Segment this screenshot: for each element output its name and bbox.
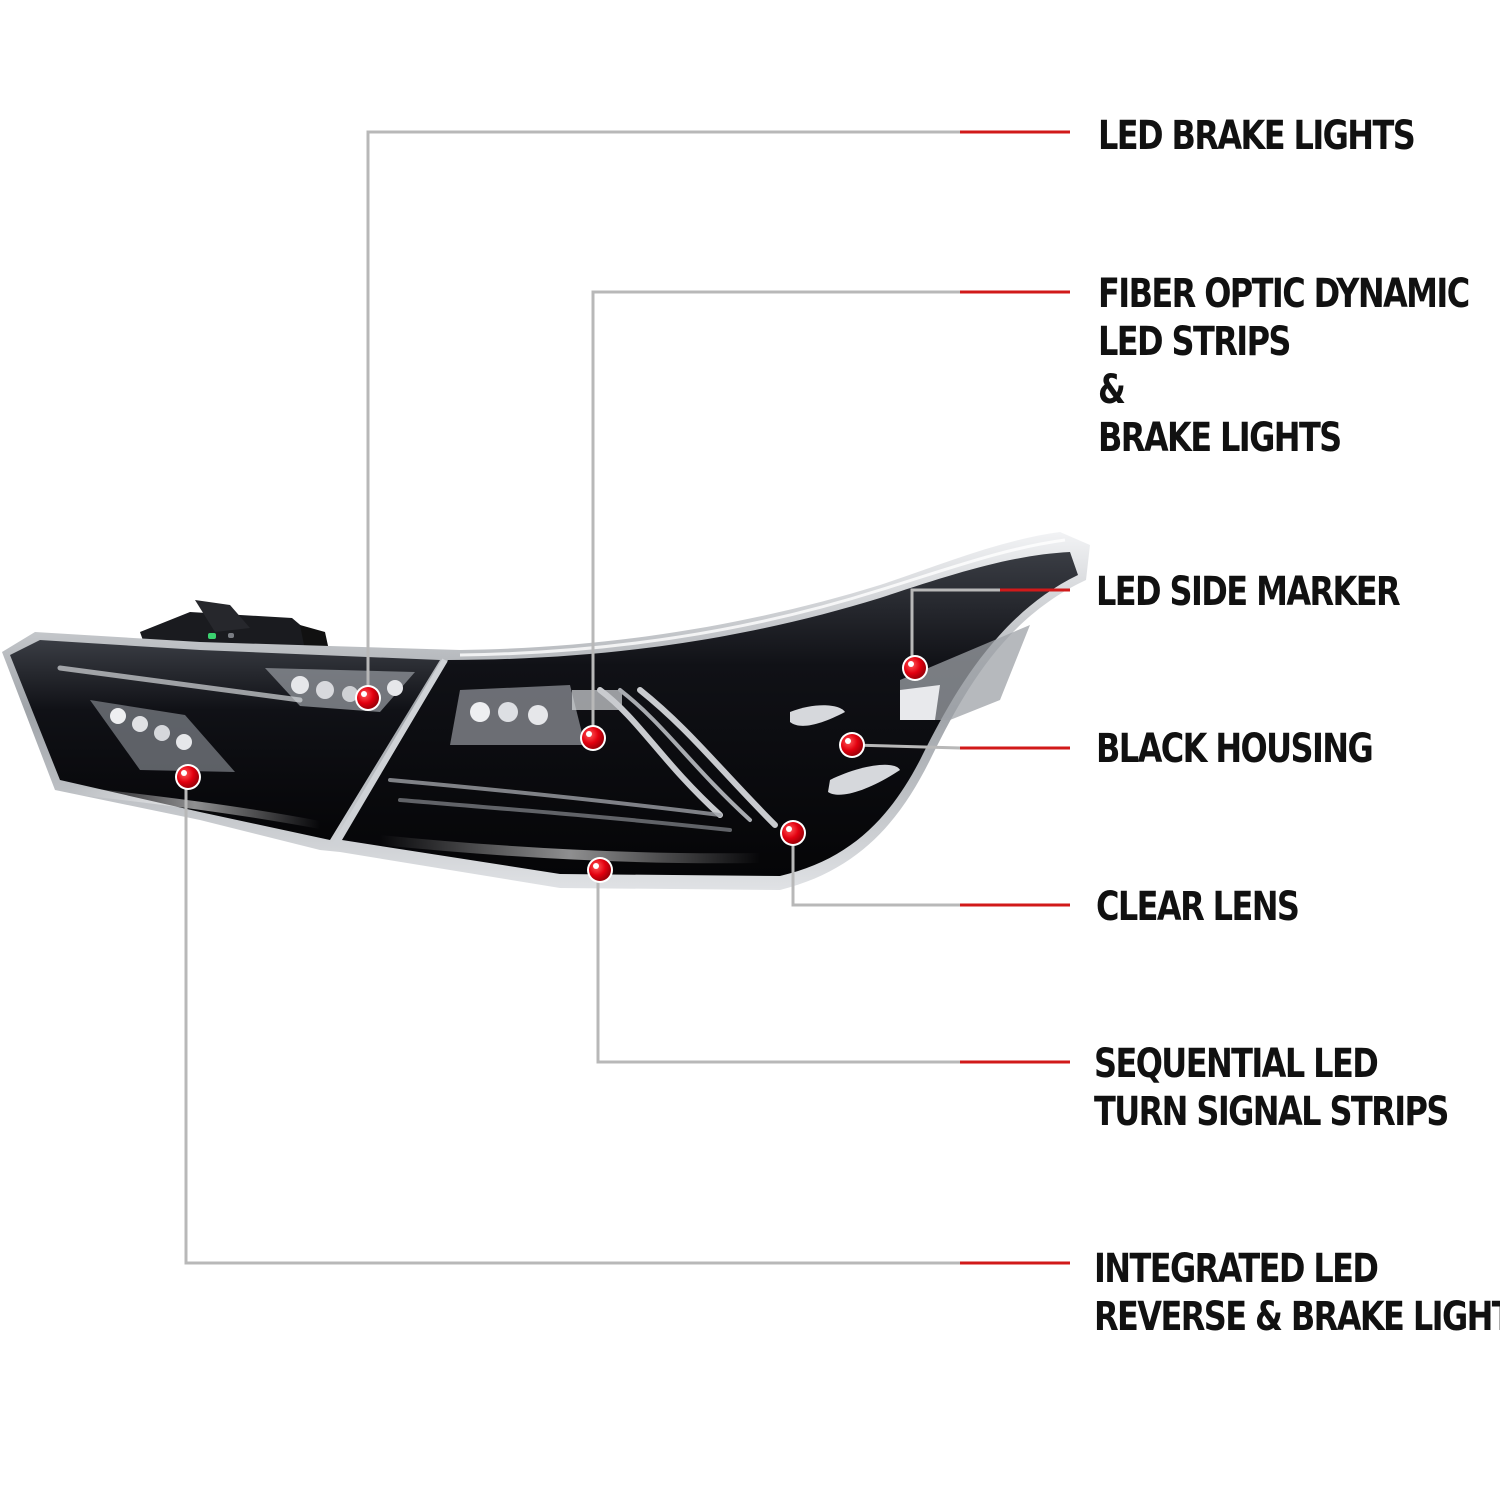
label-integrated-led: INTEGRATED LED REVERSE & BRAKE LIGHT: [1094, 1245, 1500, 1341]
label-led-brake-lights: LED BRAKE LIGHTS: [1098, 112, 1416, 160]
label-line: REVERSE & BRAKE LIGHT: [1094, 1294, 1500, 1340]
label-line: LED STRIPS: [1098, 319, 1291, 365]
label-line: SEQUENTIAL LED: [1094, 1041, 1379, 1087]
label-line: BLACK HOUSING: [1096, 726, 1374, 772]
callout-markers: [175, 655, 928, 883]
label-line: INTEGRATED LED: [1094, 1246, 1379, 1292]
label-clear-lens: CLEAR LENS: [1096, 883, 1300, 931]
marker-clear-lens: [780, 820, 806, 846]
label-led-side-marker: LED SIDE MARKER: [1096, 568, 1401, 616]
label-sequential-led: SEQUENTIAL LED TURN SIGNAL STRIPS: [1094, 1040, 1449, 1136]
side-marker-lens: [790, 625, 1030, 795]
marker-sequential-led: [587, 857, 613, 883]
label-line: LED BRAKE LIGHTS: [1098, 113, 1416, 159]
label-black-housing: BLACK HOUSING: [1096, 725, 1374, 773]
label-line: BRAKE LIGHTS: [1098, 415, 1342, 461]
fiber-optic-strips: [57, 665, 778, 864]
label-line: FIBER OPTIC DYNAMIC: [1098, 271, 1470, 317]
marker-led-side-marker: [902, 655, 928, 681]
label-line: &: [1098, 367, 1126, 413]
label-line: CLEAR LENS: [1096, 884, 1300, 930]
label-line: LED SIDE MARKER: [1096, 569, 1401, 615]
rim-highlight: [459, 538, 1066, 657]
leader-lines: [184, 130, 1070, 1265]
section-split: [332, 658, 448, 847]
label-line: TURN SIGNAL STRIPS: [1094, 1089, 1449, 1135]
marker-fiber-optic: [580, 725, 606, 751]
marker-black-housing: [839, 732, 865, 758]
label-fiber-optic: FIBER OPTIC DYNAMIC LED STRIPS & BRAKE L…: [1098, 270, 1470, 462]
marker-integrated-led: [175, 764, 201, 790]
reverse-led-cluster: [90, 700, 235, 772]
marker-led-brake-lights: [355, 685, 381, 711]
